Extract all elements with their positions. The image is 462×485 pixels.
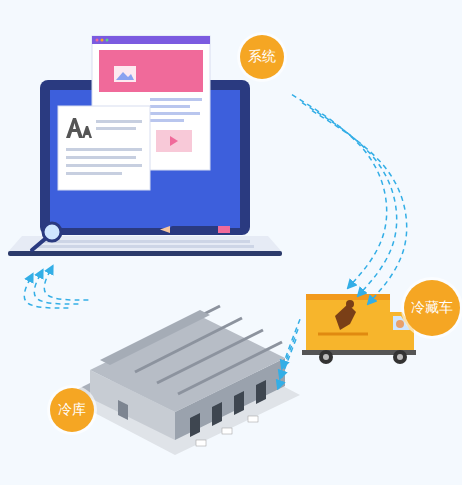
dashed-line [44,266,88,300]
dashed-line [280,329,298,378]
dashed-flow-arrow [278,319,300,388]
cold-storage-warehouse [70,306,300,455]
label-circle: 冷库 [50,388,94,432]
label-circle: 系统 [240,35,284,79]
laptop [8,36,282,256]
image-region: 冷库 [40,300,282,480]
dashed-flow-arrow [24,266,88,308]
dashed-line [34,270,78,304]
dashed-line [302,103,397,296]
dashed-line [312,111,407,304]
image-region: 冷藏车 [300,288,460,366]
dashed-line [278,339,296,388]
label-circle: 冷藏车 [404,280,460,336]
dashed-line [282,319,300,368]
dashed-line [24,274,68,308]
image-region: 系统 [20,28,292,266]
dashed-flow-arrow [292,95,407,304]
refrigerated-truck [302,294,416,364]
dashed-line [292,95,387,288]
